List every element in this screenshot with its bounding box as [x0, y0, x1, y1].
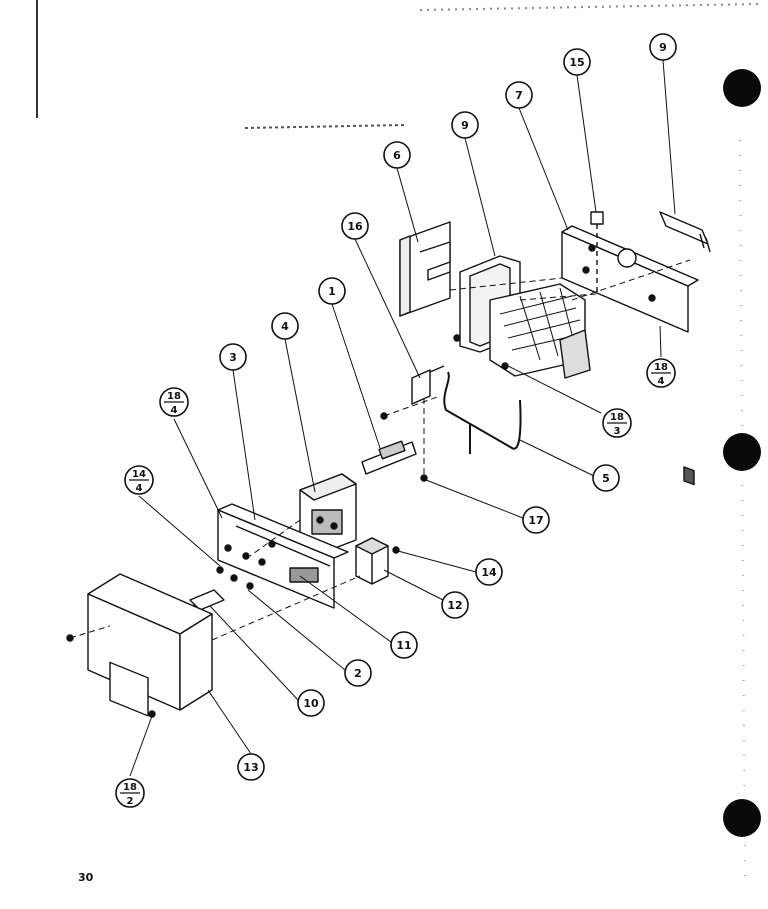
callout-label: 10	[303, 697, 319, 710]
callout-circle	[390, 631, 418, 659]
binder-hole-top	[723, 69, 761, 107]
part-16-bracket	[380, 365, 445, 420]
callout-circle	[344, 659, 372, 687]
callout-label: 3	[229, 351, 237, 364]
callout-label: 15	[569, 56, 584, 69]
page-number: 30	[78, 871, 94, 884]
callout-circle	[441, 591, 469, 619]
fraction-bottom: 4	[136, 483, 143, 494]
callout-circle	[219, 343, 247, 371]
callout-c6: 6	[383, 141, 411, 169]
part-12-relay	[355, 537, 400, 585]
fraction-callout-f18-4-left: 184	[159, 387, 189, 417]
callout-c13: 13	[237, 753, 265, 781]
part-13-housing	[66, 573, 213, 718]
fraction-callout-f18-3: 183	[602, 408, 632, 438]
part-4-solenoid	[299, 473, 357, 557]
callout-c14a: 14	[475, 558, 503, 586]
callout-circle	[592, 464, 620, 492]
callout-circle	[383, 141, 411, 169]
fraction-top: 18	[167, 391, 181, 402]
callout-label: 7	[515, 89, 523, 102]
callout-label: 4	[281, 320, 289, 333]
part-9-clip	[659, 211, 711, 486]
callout-circle	[563, 48, 591, 76]
callout-label: 6	[393, 149, 401, 162]
callout-c12: 12	[441, 591, 469, 619]
fraction-top: 18	[654, 362, 668, 373]
fraction-top: 14	[132, 469, 146, 480]
parts-drawing	[66, 59, 711, 777]
part-15-bracket	[590, 211, 604, 294]
callout-c15: 15	[563, 48, 591, 76]
callout-circle	[451, 111, 479, 139]
callout-circle	[297, 689, 325, 717]
callout-circle	[271, 312, 299, 340]
callout-circle	[475, 558, 503, 586]
callout-label: 9	[461, 119, 469, 132]
callout-circle	[237, 753, 265, 781]
callout-circle	[318, 277, 346, 305]
callout-label: 12	[447, 599, 462, 612]
callout-c9a: 9	[649, 33, 677, 61]
callout-c17: 17	[522, 506, 550, 534]
callout-label: 16	[347, 220, 363, 233]
fraction-bottom: 3	[614, 426, 621, 437]
fraction-bottom: 4	[658, 376, 665, 387]
callout-c4: 4	[271, 312, 299, 340]
fraction-callout-f18-4-right: 184	[646, 358, 676, 388]
part-6-cover	[399, 221, 451, 317]
callout-circle	[522, 506, 550, 534]
part-5-wire-harness	[443, 371, 522, 454]
callout-label: 14	[481, 566, 497, 579]
scan-artifacts	[36, 0, 761, 881]
callout-label: 5	[602, 472, 610, 485]
callout-circle	[341, 212, 369, 240]
callout-circle	[649, 33, 677, 61]
assembly-lines	[69, 259, 691, 641]
fraction-callout-f18-2: 182	[115, 778, 145, 808]
callout-c11: 11	[390, 631, 418, 659]
fraction-bottom: 2	[127, 796, 134, 807]
callout-label: 2	[354, 667, 362, 680]
leader-lines	[129, 59, 676, 777]
part-3-control-plate	[217, 503, 349, 609]
fraction-top: 18	[123, 782, 137, 793]
binder-hole-bottom	[723, 799, 761, 837]
callout-c10: 10	[297, 689, 325, 717]
callout-c16: 16	[341, 212, 369, 240]
callout-c3: 3	[219, 343, 247, 371]
callout-c5: 5	[592, 464, 620, 492]
fraction-top: 18	[610, 412, 624, 423]
part-2-screw-set	[216, 566, 254, 590]
callout-c2: 2	[344, 659, 372, 687]
part-1-switch-bracket	[361, 440, 428, 482]
callout-label: 13	[243, 761, 258, 774]
fraction-callout-f14-4: 144	[124, 465, 154, 495]
callout-circle	[505, 81, 533, 109]
callout-label: 9	[659, 41, 667, 54]
callout-c7: 7	[505, 81, 533, 109]
callout-label: 17	[528, 514, 543, 527]
callout-label: 1	[328, 285, 336, 298]
binder-holes	[723, 69, 761, 837]
fraction-bottom: 4	[171, 405, 178, 416]
callout-c1: 1	[318, 277, 346, 305]
binder-hole-middle	[723, 433, 761, 471]
callout-c9b: 9	[451, 111, 479, 139]
callout-label: 11	[396, 639, 411, 652]
